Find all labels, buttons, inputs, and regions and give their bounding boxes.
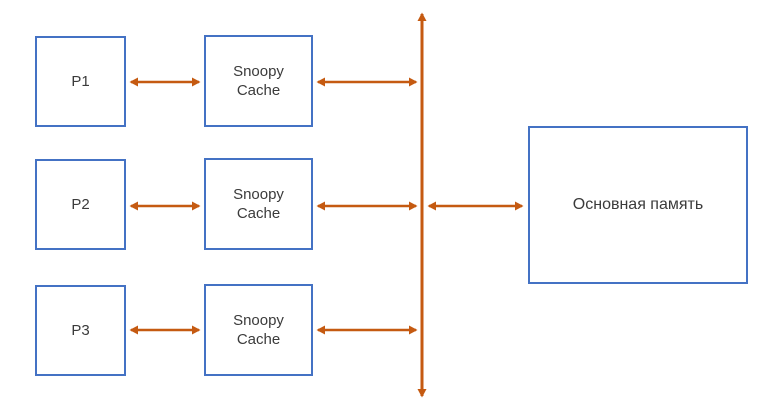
processor-box-p3: P3 bbox=[35, 285, 126, 376]
snoopy-cache-box-1: Snoopy Cache bbox=[204, 35, 313, 127]
processor-label: P3 bbox=[71, 322, 90, 339]
processor-label: P2 bbox=[71, 196, 90, 213]
main-memory-label: Основная память bbox=[572, 196, 704, 213]
cache-label-line2: Cache bbox=[236, 82, 281, 99]
snoopy-cache-box-2: Snoopy Cache bbox=[204, 158, 313, 250]
cache-label-line1: Snoopy bbox=[233, 62, 284, 80]
snoopy-cache-box-3: Snoopy Cache bbox=[204, 284, 313, 376]
cache-label-line2: Cache bbox=[236, 331, 281, 348]
main-memory-box: Основная память bbox=[528, 126, 748, 284]
cache-label-line2: Cache bbox=[236, 205, 281, 222]
processor-box-p1: P1 bbox=[35, 36, 126, 127]
cache-label-line1: Snoopy bbox=[233, 185, 284, 203]
processor-label: P1 bbox=[71, 73, 90, 90]
processor-box-p2: P2 bbox=[35, 159, 126, 250]
cache-label-line1: Snoopy bbox=[233, 311, 284, 329]
